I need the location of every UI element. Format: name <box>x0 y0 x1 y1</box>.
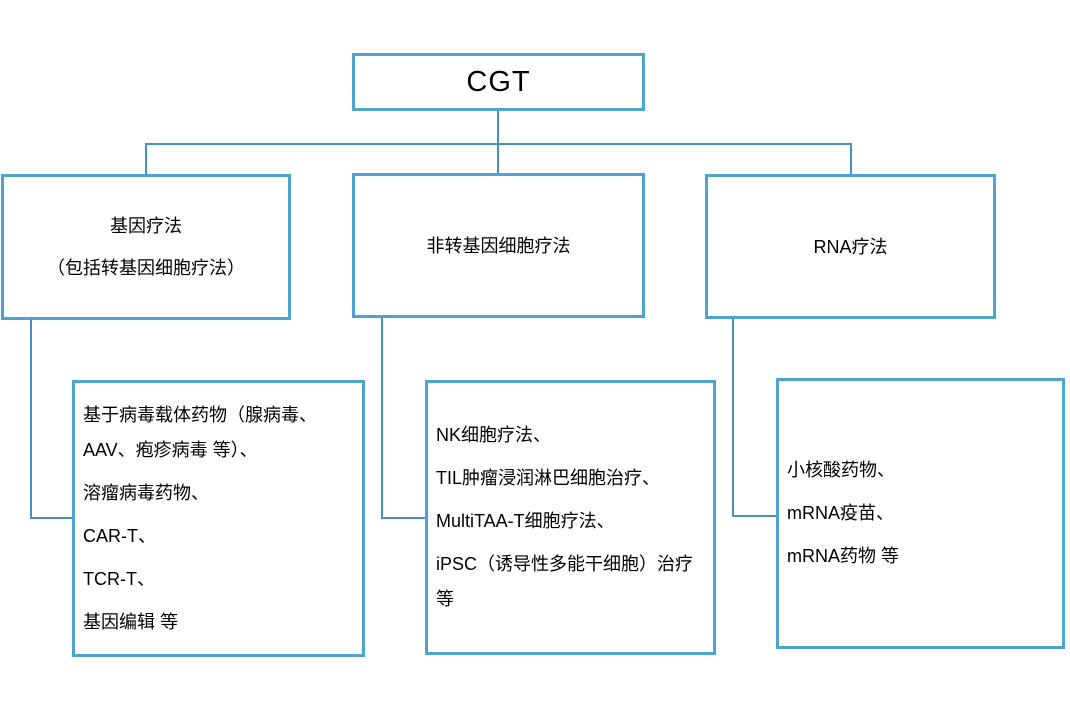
node-gene-therapy: 基因疗法 （包括转基因细胞疗法） <box>1 174 291 320</box>
leaf-item: iPSC（诱导性多能干细胞）治疗 等 <box>436 554 694 609</box>
leaf-rna-therapy-items: 小核酸药物、 mRNA疫苗、 mRNA药物 等 <box>776 378 1065 649</box>
connector-gene-leaf-vertical <box>30 319 32 519</box>
node-rna-therapy-title: RNA疗法 <box>813 236 888 257</box>
leaf-item: 溶瘤病毒药物、 <box>83 482 209 503</box>
leaf-item: mRNA药物 等 <box>787 546 899 566</box>
connector-drop-rna-therapy <box>850 143 852 174</box>
node-non-transgenic-cell-therapy-title: 非转基因细胞疗法 <box>426 235 571 256</box>
leaf-item: TCR-T、 <box>83 568 155 589</box>
leaf-item: MultiTAA-T细胞疗法、 <box>436 511 615 531</box>
connector-rna-leaf-vertical <box>732 318 734 517</box>
leaf-item: TIL肿瘤浸润淋巴细胞治疗、 <box>436 468 661 488</box>
leaf-gene-therapy-items: 基于病毒载体药物（腺病毒、AAV、疱疹病毒 等）、 溶瘤病毒药物、 CAR-T、… <box>72 380 365 657</box>
connector-rna-leaf-horizontal <box>732 515 776 517</box>
connector-cell-leaf-horizontal <box>381 517 425 519</box>
leaf-item: CAR-T、 <box>83 525 156 546</box>
leaf-item: 基因编辑 等 <box>83 611 179 632</box>
leaf-item: NK细胞疗法、 <box>436 425 552 445</box>
connector-gene-leaf-horizontal <box>30 517 72 519</box>
leaf-cell-therapy-items: NK细胞疗法、 TIL肿瘤浸润淋巴细胞治疗、 MultiTAA-T细胞疗法、 i… <box>425 380 716 655</box>
connector-root-riser <box>497 111 499 145</box>
node-gene-therapy-subtitle: （包括转基因细胞疗法） <box>47 258 245 278</box>
node-non-transgenic-cell-therapy: 非转基因细胞疗法 <box>352 173 645 318</box>
leaf-item: 基于病毒载体药物（腺病毒、AAV、疱疹病毒 等）、 <box>83 404 317 460</box>
node-cgt-label: CGT <box>466 65 531 98</box>
leaf-item: 小核酸药物、 <box>787 460 895 480</box>
node-rna-therapy: RNA疗法 <box>705 174 996 319</box>
connector-drop-cell-therapy <box>497 143 499 173</box>
leaf-item: mRNA疫苗、 <box>787 503 894 523</box>
node-cgt: CGT <box>352 53 645 111</box>
connector-drop-gene-therapy <box>145 143 147 174</box>
connector-cell-leaf-vertical <box>381 317 383 519</box>
node-gene-therapy-title: 基因疗法 <box>110 216 182 236</box>
